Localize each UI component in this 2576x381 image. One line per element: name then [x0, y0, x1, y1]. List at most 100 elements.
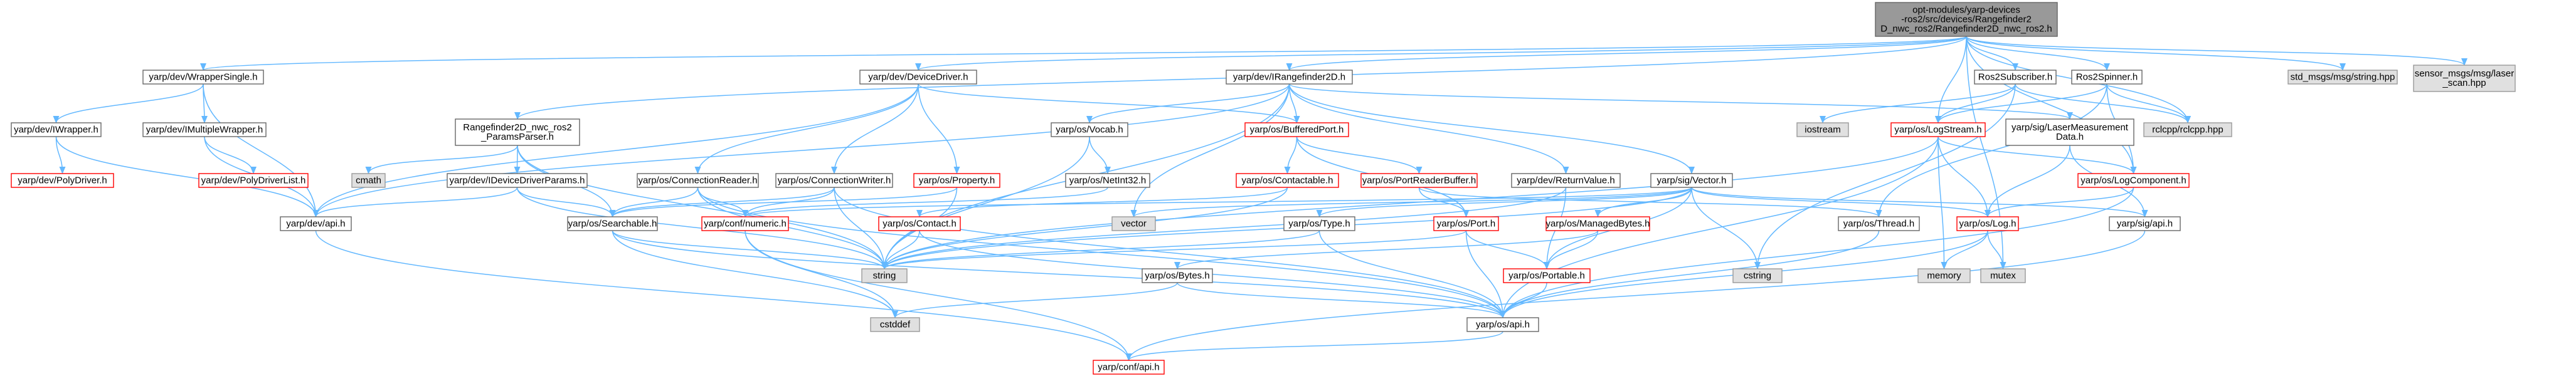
node-box — [280, 216, 352, 231]
edge-log-to-memory — [1941, 230, 1988, 269]
node-cstddef[interactable]: cstddef — [870, 317, 920, 332]
node-irangefinder[interactable]: yarp/dev/IRangefinder2D.h — [1226, 70, 1353, 85]
node-label: opt-modules/yarp-devices — [1912, 5, 2020, 16]
edge-ros2subscriber-to-iostream — [1820, 83, 2016, 123]
node-iwrapper[interactable]: yarp/dev/IWrapper.h — [11, 122, 102, 137]
edge-sigvector-to-sigapi — [1691, 187, 2148, 217]
node-devicedriver[interactable]: yarp/dev/DeviceDriver.h — [859, 70, 977, 85]
node-imultiplewrapper[interactable]: yarp/dev/IMultipleWrapper.h — [142, 122, 267, 137]
node-label: yarp/conf/api.h — [1098, 362, 1159, 373]
node-memory[interactable]: memory — [1917, 268, 1971, 283]
node-port[interactable]: yarp/os/Port.h — [1433, 216, 1499, 231]
node-box — [2005, 118, 2134, 146]
node-bufferedport[interactable]: yarp/os/BufferedPort.h — [1244, 122, 1349, 137]
node-managedbytes[interactable]: yarp/os/ManagedBytes.h — [1545, 216, 1650, 231]
node-logstream[interactable]: yarp/os/LogStream.h — [1890, 122, 1986, 137]
node-thread[interactable]: yarp/os/Thread.h — [1838, 216, 1920, 231]
node-stdstring[interactable]: std_msgs/msg/string.hpp — [2287, 70, 2398, 85]
node-label: Ros2Spinner.h — [2076, 72, 2138, 83]
node-searchable[interactable]: yarp/os/Searchable.h — [567, 216, 658, 231]
edge-sigvector-to-cstring — [1691, 187, 1761, 269]
node-bytes[interactable]: yarp/os/Bytes.h — [1142, 268, 1213, 283]
node-log[interactable]: yarp/os/Log.h — [1956, 216, 2019, 231]
edge-devicedriver-to-property — [918, 83, 960, 174]
node-box — [142, 70, 264, 85]
node-box — [2077, 173, 2190, 188]
node-label: yarp/dev/IWrapper.h — [14, 125, 98, 135]
edge-ros2subscriber-to-cstring — [1754, 83, 2016, 269]
node-box — [2109, 216, 2181, 231]
edge-property-to-searchable — [609, 187, 958, 217]
node-idevicedriverparams[interactable]: yarp/dev/IDeviceDriverParams.h — [447, 173, 588, 188]
edge-irangefinder-to-devapi — [312, 83, 1290, 217]
edge-netint32-to-confnumeric — [742, 187, 1108, 217]
node-laserscan[interactable]: sensor_msgs/msg/laser_scan.hpp — [2413, 65, 2516, 92]
node-netint32[interactable]: yarp/os/NetInt32.h — [1065, 173, 1150, 188]
node-sigapi[interactable]: yarp/sig/api.h — [2109, 216, 2181, 231]
edge-searchable-to-osapi — [612, 230, 1506, 318]
node-confapi[interactable]: yarp/conf/api.h — [1093, 360, 1165, 375]
edge-ostype-to-osapi — [1318, 230, 1506, 318]
node-box — [1142, 268, 1213, 283]
edge-ros2subscriber-to-logstream — [1935, 83, 2016, 123]
node-label: yarp/os/Log.h — [1959, 219, 2017, 229]
node-label: cmath — [356, 175, 381, 186]
node-root[interactable]: opt-modules/yarp-devices-ros2/src/device… — [1875, 2, 2058, 37]
node-string[interactable]: string — [861, 268, 908, 283]
node-confnumeric[interactable]: yarp/conf/numeric.h — [701, 216, 789, 231]
node-label: yarp/os/ConnectionReader.h — [638, 175, 757, 186]
node-sigvector[interactable]: yarp/sig/Vector.h — [1650, 173, 1733, 188]
node-box — [142, 122, 267, 137]
node-portreaderbuffer[interactable]: yarp/os/PortReaderBuffer.h — [1360, 173, 1478, 188]
node-ros2subscriber[interactable]: Ros2Subscriber.h — [1974, 70, 2057, 85]
edge-logcomponent-to-log — [1985, 187, 2134, 217]
node-polydriver[interactable]: yarp/dev/PolyDriver.h — [11, 173, 114, 188]
node-polydriverlist[interactable]: yarp/dev/PolyDriverList.h — [198, 173, 309, 188]
node-contact[interactable]: yarp/os/Contact.h — [878, 216, 961, 231]
node-ros2spinner[interactable]: Ros2Spinner.h — [2071, 70, 2143, 85]
node-label: yarp/os/Contactable.h — [1242, 175, 1333, 186]
node-property[interactable]: yarp/os/Property.h — [913, 173, 1000, 188]
edge-wrappersingle-to-devapi — [203, 83, 319, 217]
edge-irangefinder-to-lasermeas — [1288, 83, 2073, 120]
node-label: yarp/os/ManagedBytes.h — [1546, 219, 1650, 229]
node-portable[interactable]: yarp/os/Portable.h — [1503, 268, 1591, 283]
node-cmath[interactable]: cmath — [351, 173, 386, 188]
edge-port-to-osapi — [1465, 230, 1506, 318]
node-mutex[interactable]: mutex — [1980, 268, 2026, 283]
edge-sigvector-to-vector — [1130, 187, 1692, 217]
node-label: D_nwc_ros2/Rangefinder2D_nwc_ros2.h — [1880, 24, 2052, 34]
node-paramsparser[interactable]: Rangefinder2D_nwc_ros2_ParamsParser.h — [455, 118, 580, 146]
node-label: _scan.hpp — [2442, 78, 2486, 88]
node-label: yarp/os/Vocab.h — [1056, 125, 1123, 135]
node-contactable[interactable]: yarp/os/Contactable.h — [1236, 173, 1339, 188]
node-cstring[interactable]: cstring — [1732, 268, 1783, 283]
node-ostype[interactable]: yarp/os/Type.h — [1283, 216, 1355, 231]
node-wrappersingle[interactable]: yarp/dev/WrapperSingle.h — [142, 70, 264, 85]
node-label: yarp/dev/IDeviceDriverParams.h — [450, 175, 585, 186]
node-osapi[interactable]: yarp/os/api.h — [1466, 317, 1539, 332]
edge-root-to-irangefinder — [1286, 36, 1967, 71]
node-box — [567, 216, 658, 231]
node-returnvalue[interactable]: yarp/dev/ReturnValue.h — [1511, 173, 1621, 188]
node-label: yarp/sig/api.h — [2117, 219, 2173, 229]
node-connectionwriter[interactable]: yarp/os/ConnectionWriter.h — [775, 173, 893, 188]
node-logcomponent[interactable]: yarp/os/LogComponent.h — [2077, 173, 2190, 188]
node-iostream[interactable]: iostream — [1796, 122, 1849, 137]
node-vocab[interactable]: yarp/os/Vocab.h — [1051, 122, 1128, 137]
node-label: yarp/os/Searchable.h — [568, 219, 657, 229]
node-vector[interactable]: vector — [1111, 216, 1156, 231]
edge-confnumeric-to-cstddef — [745, 230, 898, 318]
node-box — [1283, 216, 1355, 231]
node-rclcpp[interactable]: rclcpp/rclcpp.hpp — [2143, 122, 2232, 137]
node-box — [447, 173, 588, 188]
nodes-layer: opt-modules/yarp-devices-ros2/src/device… — [11, 2, 2516, 375]
node-label: -ros2/src/devices/Rangefinder2 — [1901, 14, 2032, 25]
edge-paramsparser-to-string — [517, 145, 888, 269]
node-label: std_msgs/msg/string.hpp — [2291, 72, 2395, 83]
edge-portreaderbuffer-to-port — [1418, 187, 1470, 217]
node-label: yarp/os/Type.h — [1288, 219, 1350, 229]
node-devapi[interactable]: yarp/dev/api.h — [280, 216, 352, 231]
node-connectionreader[interactable]: yarp/os/ConnectionReader.h — [637, 173, 759, 188]
